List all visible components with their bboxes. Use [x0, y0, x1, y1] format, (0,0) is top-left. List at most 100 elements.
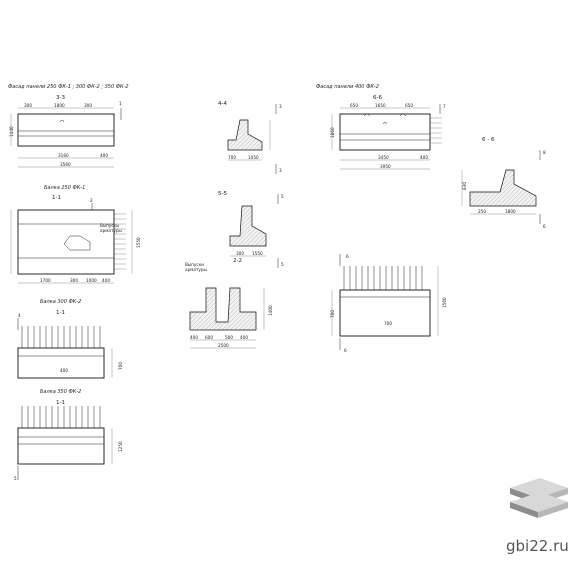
dim-1250: 1250 — [118, 441, 123, 452]
dim-400e: 400 — [240, 335, 248, 340]
dim-1800: 1800 — [54, 103, 65, 108]
beam-300-group: Балка 300 ФК-2 1-1 4 700 400 — [17, 299, 123, 379]
dim-250: 250 — [478, 209, 486, 214]
lifting-loop-icon-2 — [382, 121, 388, 125]
section-label-4-4: 4-4 — [218, 101, 227, 107]
note-vypuski-1: Выпуски — [100, 223, 119, 228]
section-4-4-profile — [227, 119, 263, 151]
section-6-6-profile — [469, 169, 537, 207]
dim-300c: 300 — [70, 278, 78, 283]
rebar-outlets-300 — [21, 326, 101, 348]
dim-830: 830 — [462, 182, 467, 190]
beam-250-plan — [17, 209, 115, 275]
section-label-1-1b: 1-1 — [56, 310, 65, 316]
marker-3: 3 — [279, 104, 282, 109]
dim-3160: 3160 — [58, 153, 69, 158]
dim-700d: 700 — [384, 321, 392, 326]
section-label-1-1a: 1-1 — [52, 195, 61, 201]
dim-1650: 1650 — [375, 103, 386, 108]
dim-1000: 1000 — [86, 278, 97, 283]
dim-2500: 2500 — [218, 343, 229, 348]
dim-400d: 400 — [190, 335, 198, 340]
dim-700: 700 — [118, 362, 123, 370]
section-5-5-profile — [229, 205, 267, 247]
dim-3450: 3450 — [378, 155, 389, 160]
beam-350-elevation — [17, 427, 105, 465]
lifting-loop-icon-4 — [399, 113, 407, 117]
section-label-6-6: 6 - 6 — [482, 137, 495, 143]
dim-400c: 400 — [60, 368, 68, 373]
rebar-outlets-400 — [343, 266, 423, 290]
section-5-5-group: 5-5 5 300 1550 5 — [218, 191, 284, 268]
dim-500: 500 — [225, 335, 233, 340]
facade-right-title: Фасад панели 400 ФК-2 — [316, 84, 379, 90]
marker-4: 4 — [18, 313, 21, 318]
marker-5b: 5 — [281, 194, 284, 199]
marker-6b: 6 — [346, 254, 349, 259]
beam-350-group: Балка 350 ФК-2 1-1 5 1250 — [14, 389, 123, 481]
section-2-2-group: 2-2 Выпуски арматуры 400 600 500 400 250… — [185, 258, 273, 349]
dim-3560: 3560 — [60, 162, 71, 167]
beam-300-title: Балка 300 ФК-2 — [40, 299, 81, 305]
section-4-4-group: 4-4 3 700 1050 3 — [218, 101, 282, 174]
beam-400-elevation-group: 6 6 1560 700 700 — [330, 254, 447, 353]
beam-350-title: Балка 350 ФК-2 — [40, 389, 81, 395]
facade-left-title: Фасад панели 250 ФК-1 ; 300 ФК-2 ; 350 Ф… — [8, 84, 129, 90]
beam-250-title: Балка 250 ФК-1 — [44, 185, 85, 191]
watermark-text: gbi22.ru — [506, 537, 569, 555]
marker-5c: 5 — [281, 262, 284, 267]
dim-1560: 1560 — [442, 297, 447, 308]
dim-650: 650 — [350, 103, 358, 108]
dim-1700: 1700 — [40, 278, 51, 283]
dim-1440: 1440 — [9, 126, 14, 137]
dim-700c: 700 — [330, 310, 335, 318]
marker-8: 8 — [543, 150, 546, 155]
facade-right-panel — [339, 113, 431, 151]
watermark-logo-icon — [510, 478, 568, 518]
dim-1550b: 1550 — [252, 251, 263, 256]
section-label-3-3: 3-3 — [56, 95, 65, 101]
marker-6: 6 — [543, 224, 546, 229]
lifting-loop-icon-3 — [363, 113, 371, 117]
dim-400b: 400 — [102, 278, 110, 283]
section-label-5-5: 5-5 — [218, 191, 227, 197]
dim-1860: 1860 — [330, 127, 335, 138]
facade-left-panel — [17, 113, 115, 147]
marker-2: 2 — [90, 198, 93, 203]
marker-5: 5 — [14, 476, 17, 481]
lifting-loop-icon — [59, 119, 65, 123]
dim-1800b: 1800 — [505, 209, 516, 214]
section-label-8-8: 6-6 — [373, 95, 382, 101]
dim-400: 400 — [100, 153, 108, 158]
beam-300-elevation — [17, 347, 105, 379]
beam-opening — [63, 235, 91, 251]
dim-3950: 3950 — [380, 164, 391, 169]
marker-3b: 3 — [279, 168, 282, 173]
marker-7: 7 — [443, 104, 446, 109]
dim-650b: 650 — [405, 103, 413, 108]
dim-300: 300 — [24, 103, 32, 108]
dim-1400: 1400 — [268, 305, 273, 316]
note-armatury-2: арматуры — [185, 267, 207, 272]
dim-400f: 400 — [420, 155, 428, 160]
marker-1: 1 — [119, 101, 122, 106]
dim-600: 600 — [205, 335, 213, 340]
section-label-2-2: 2-2 — [233, 258, 242, 264]
section-label-1-1c: 1-1 — [56, 400, 65, 406]
beam-400-elevation — [339, 289, 431, 337]
dim-700b: 700 — [228, 155, 236, 160]
dim-300b: 300 — [84, 103, 92, 108]
section-6-6-group: 6 - 6 8 250 1800 830 6 — [461, 137, 546, 229]
rebar-outlets-350 — [21, 406, 101, 428]
facade-right-group: Фасад панели 400 ФК-2 6-6 7 650 1650 650… — [316, 84, 446, 170]
dim-1550: 1550 — [136, 237, 141, 248]
note-armatury-1: арматуры — [100, 228, 122, 233]
beam-250-group: Балка 250 ФК-1 1-1 Выпуски арматуры 2 17… — [10, 185, 141, 284]
note-vypuski-2: Выпуски — [185, 262, 204, 267]
marker-6c: 6 — [344, 348, 347, 353]
dim-1050: 1050 — [248, 155, 259, 160]
facade-left-group: Фасад панели 250 ФК-1 ; 300 ФК-2 ; 350 Ф… — [8, 84, 129, 168]
dim-300d: 300 — [236, 251, 244, 256]
section-2-2-profile — [189, 287, 257, 331]
